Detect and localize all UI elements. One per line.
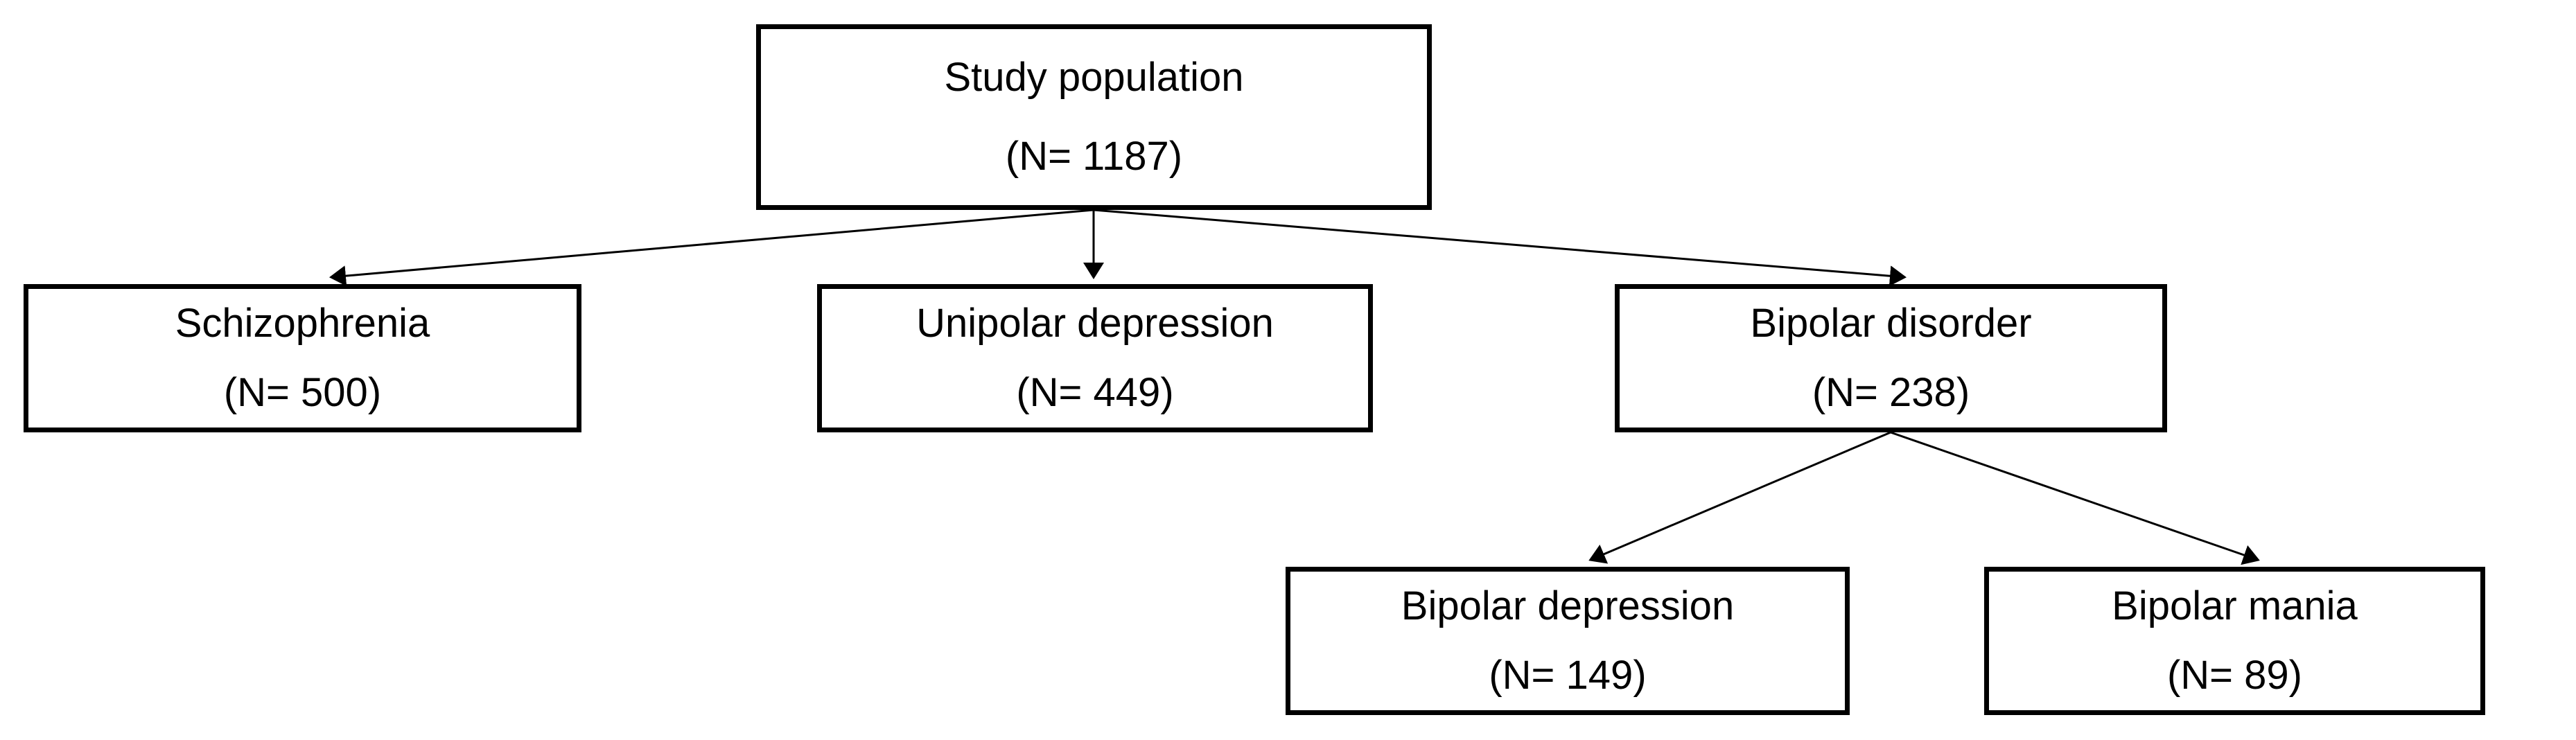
node-bipolar-depression: Bipolar depression (N= 149): [1286, 567, 1850, 715]
node-schizophrenia: Schizophrenia (N= 500): [24, 284, 581, 432]
node-unipolar-depression-label: Unipolar depression: [916, 301, 1274, 346]
node-schizophrenia-label: Schizophrenia: [175, 301, 430, 346]
edge-bipolar-disorder-to-bipolar-mania-arrow: [1890, 431, 2260, 565]
node-bipolar-depression-label: Bipolar depression: [1401, 583, 1735, 628]
node-study-population-label: Study population: [944, 55, 1244, 100]
node-schizophrenia-count: (N= 500): [223, 370, 382, 415]
node-bipolar-disorder-count: (N= 238): [1812, 370, 1970, 415]
node-unipolar-depression: Unipolar depression (N= 449): [817, 284, 1373, 432]
node-bipolar-mania-label: Bipolar mania: [2112, 583, 2358, 628]
node-bipolar-disorder-label: Bipolar disorder: [1750, 301, 2032, 346]
edge-study-to-bipolar-disorder-arrow: [1093, 209, 1907, 287]
node-study-population-count: (N= 1187): [1005, 134, 1183, 179]
node-bipolar-mania-count: (N= 89): [2166, 653, 2302, 698]
node-study-population: Study population (N= 1187): [756, 24, 1432, 210]
edge-study-to-schizophrenia-arrow: [329, 209, 1094, 287]
node-unipolar-depression-count: (N= 449): [1016, 370, 1174, 415]
node-bipolar-disorder: Bipolar disorder (N= 238): [1615, 284, 2167, 432]
node-bipolar-depression-count: (N= 149): [1489, 653, 1647, 698]
node-bipolar-mania: Bipolar mania (N= 89): [1984, 567, 2485, 715]
edge-bipolar-disorder-to-bipolar-depression-arrow: [1588, 431, 1891, 564]
